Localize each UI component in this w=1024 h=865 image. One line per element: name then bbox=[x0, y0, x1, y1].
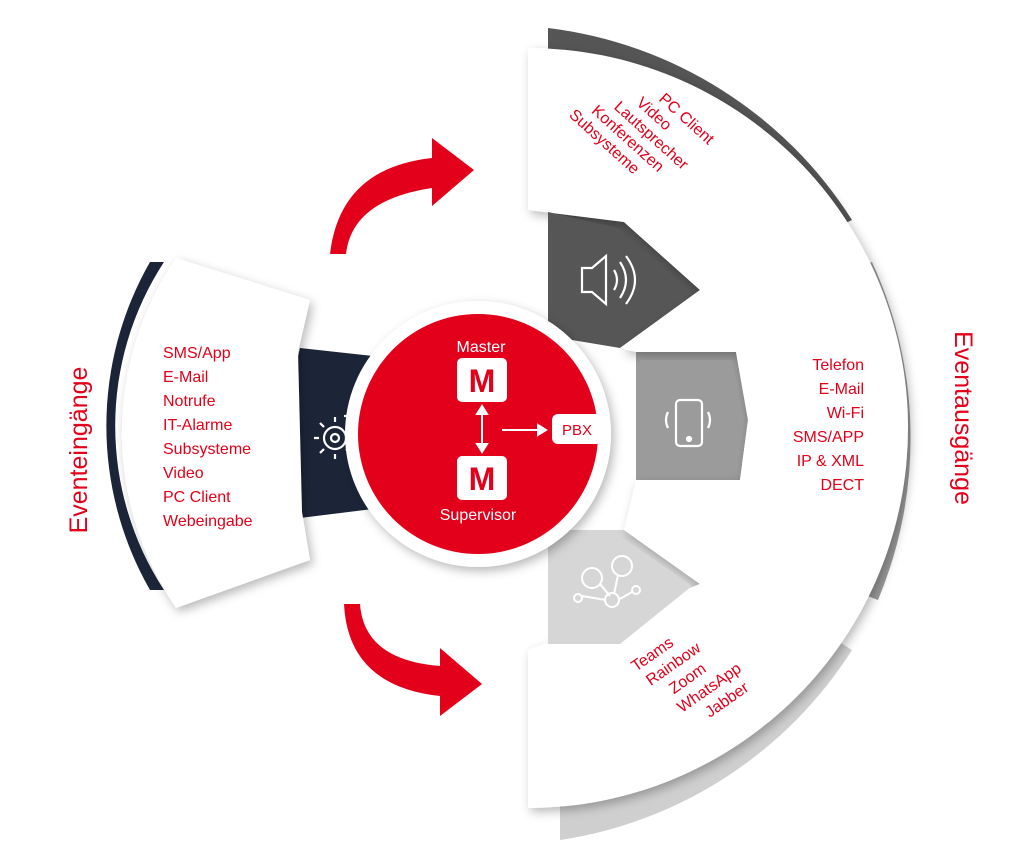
supervisor-box bbox=[457, 456, 507, 500]
inputs-item: SMS/App bbox=[163, 345, 231, 362]
outputs-section: Eventausgänge PC Client Video Lautsprech… bbox=[528, 28, 977, 840]
inputs-item: E-Mail bbox=[163, 369, 208, 386]
inputs-outer-arc bbox=[106, 262, 164, 590]
outputs-item: E-Mail bbox=[819, 381, 864, 398]
supervisor-letter: M bbox=[469, 461, 496, 497]
arrow-bottom bbox=[344, 604, 482, 716]
outputs-list-phone: Telefon E-Mail Wi-Fi SMS/APP IP & XML DE… bbox=[793, 357, 864, 494]
inputs-item-list: SMS/App E-Mail Notrufe IT-Alarme Subsyst… bbox=[163, 345, 253, 530]
sync-arrow bbox=[475, 404, 489, 454]
outputs-item: IP & XML bbox=[797, 453, 864, 470]
supervisor-label: Supervisor bbox=[440, 507, 517, 524]
center-hub: Master M PBX M Supervisor bbox=[345, 301, 611, 567]
pbx-label: PBX bbox=[562, 422, 592, 439]
outputs-wedge-mid-face bbox=[640, 360, 744, 474]
outputs-wedge-light-face bbox=[548, 536, 692, 644]
outputs-item: Wi-Fi bbox=[827, 405, 864, 422]
inputs-item: IT-Alarme bbox=[163, 417, 232, 434]
pbx-box bbox=[552, 414, 602, 444]
network-people-icon bbox=[573, 555, 641, 608]
speaker-icon bbox=[580, 253, 637, 307]
master-label: Master bbox=[457, 339, 507, 356]
inputs-item: Notrufe bbox=[163, 393, 216, 410]
outputs-wedge-dark-face bbox=[548, 212, 692, 340]
pbx-arrow bbox=[502, 423, 548, 437]
inputs-panel bbox=[121, 258, 310, 608]
inputs-item: PC Client bbox=[163, 489, 231, 506]
outputs-item: Telefon bbox=[812, 357, 864, 374]
inputs-item: Video bbox=[163, 465, 204, 482]
master-box bbox=[457, 358, 507, 402]
center-circle bbox=[358, 314, 598, 554]
master-letter: M bbox=[469, 363, 496, 399]
inputs-item: Webeingabe bbox=[163, 513, 253, 530]
outputs-item: DECT bbox=[820, 477, 864, 494]
outputs-item: SMS/APP bbox=[793, 429, 864, 446]
outputs-title: Eventausgänge bbox=[949, 331, 977, 505]
arrow-top bbox=[330, 138, 474, 254]
smartphone-icon bbox=[664, 398, 712, 448]
inputs-item: Subsysteme bbox=[163, 441, 251, 458]
flow-arrows bbox=[330, 138, 482, 716]
inputs-title: Eventeingänge bbox=[65, 367, 93, 534]
